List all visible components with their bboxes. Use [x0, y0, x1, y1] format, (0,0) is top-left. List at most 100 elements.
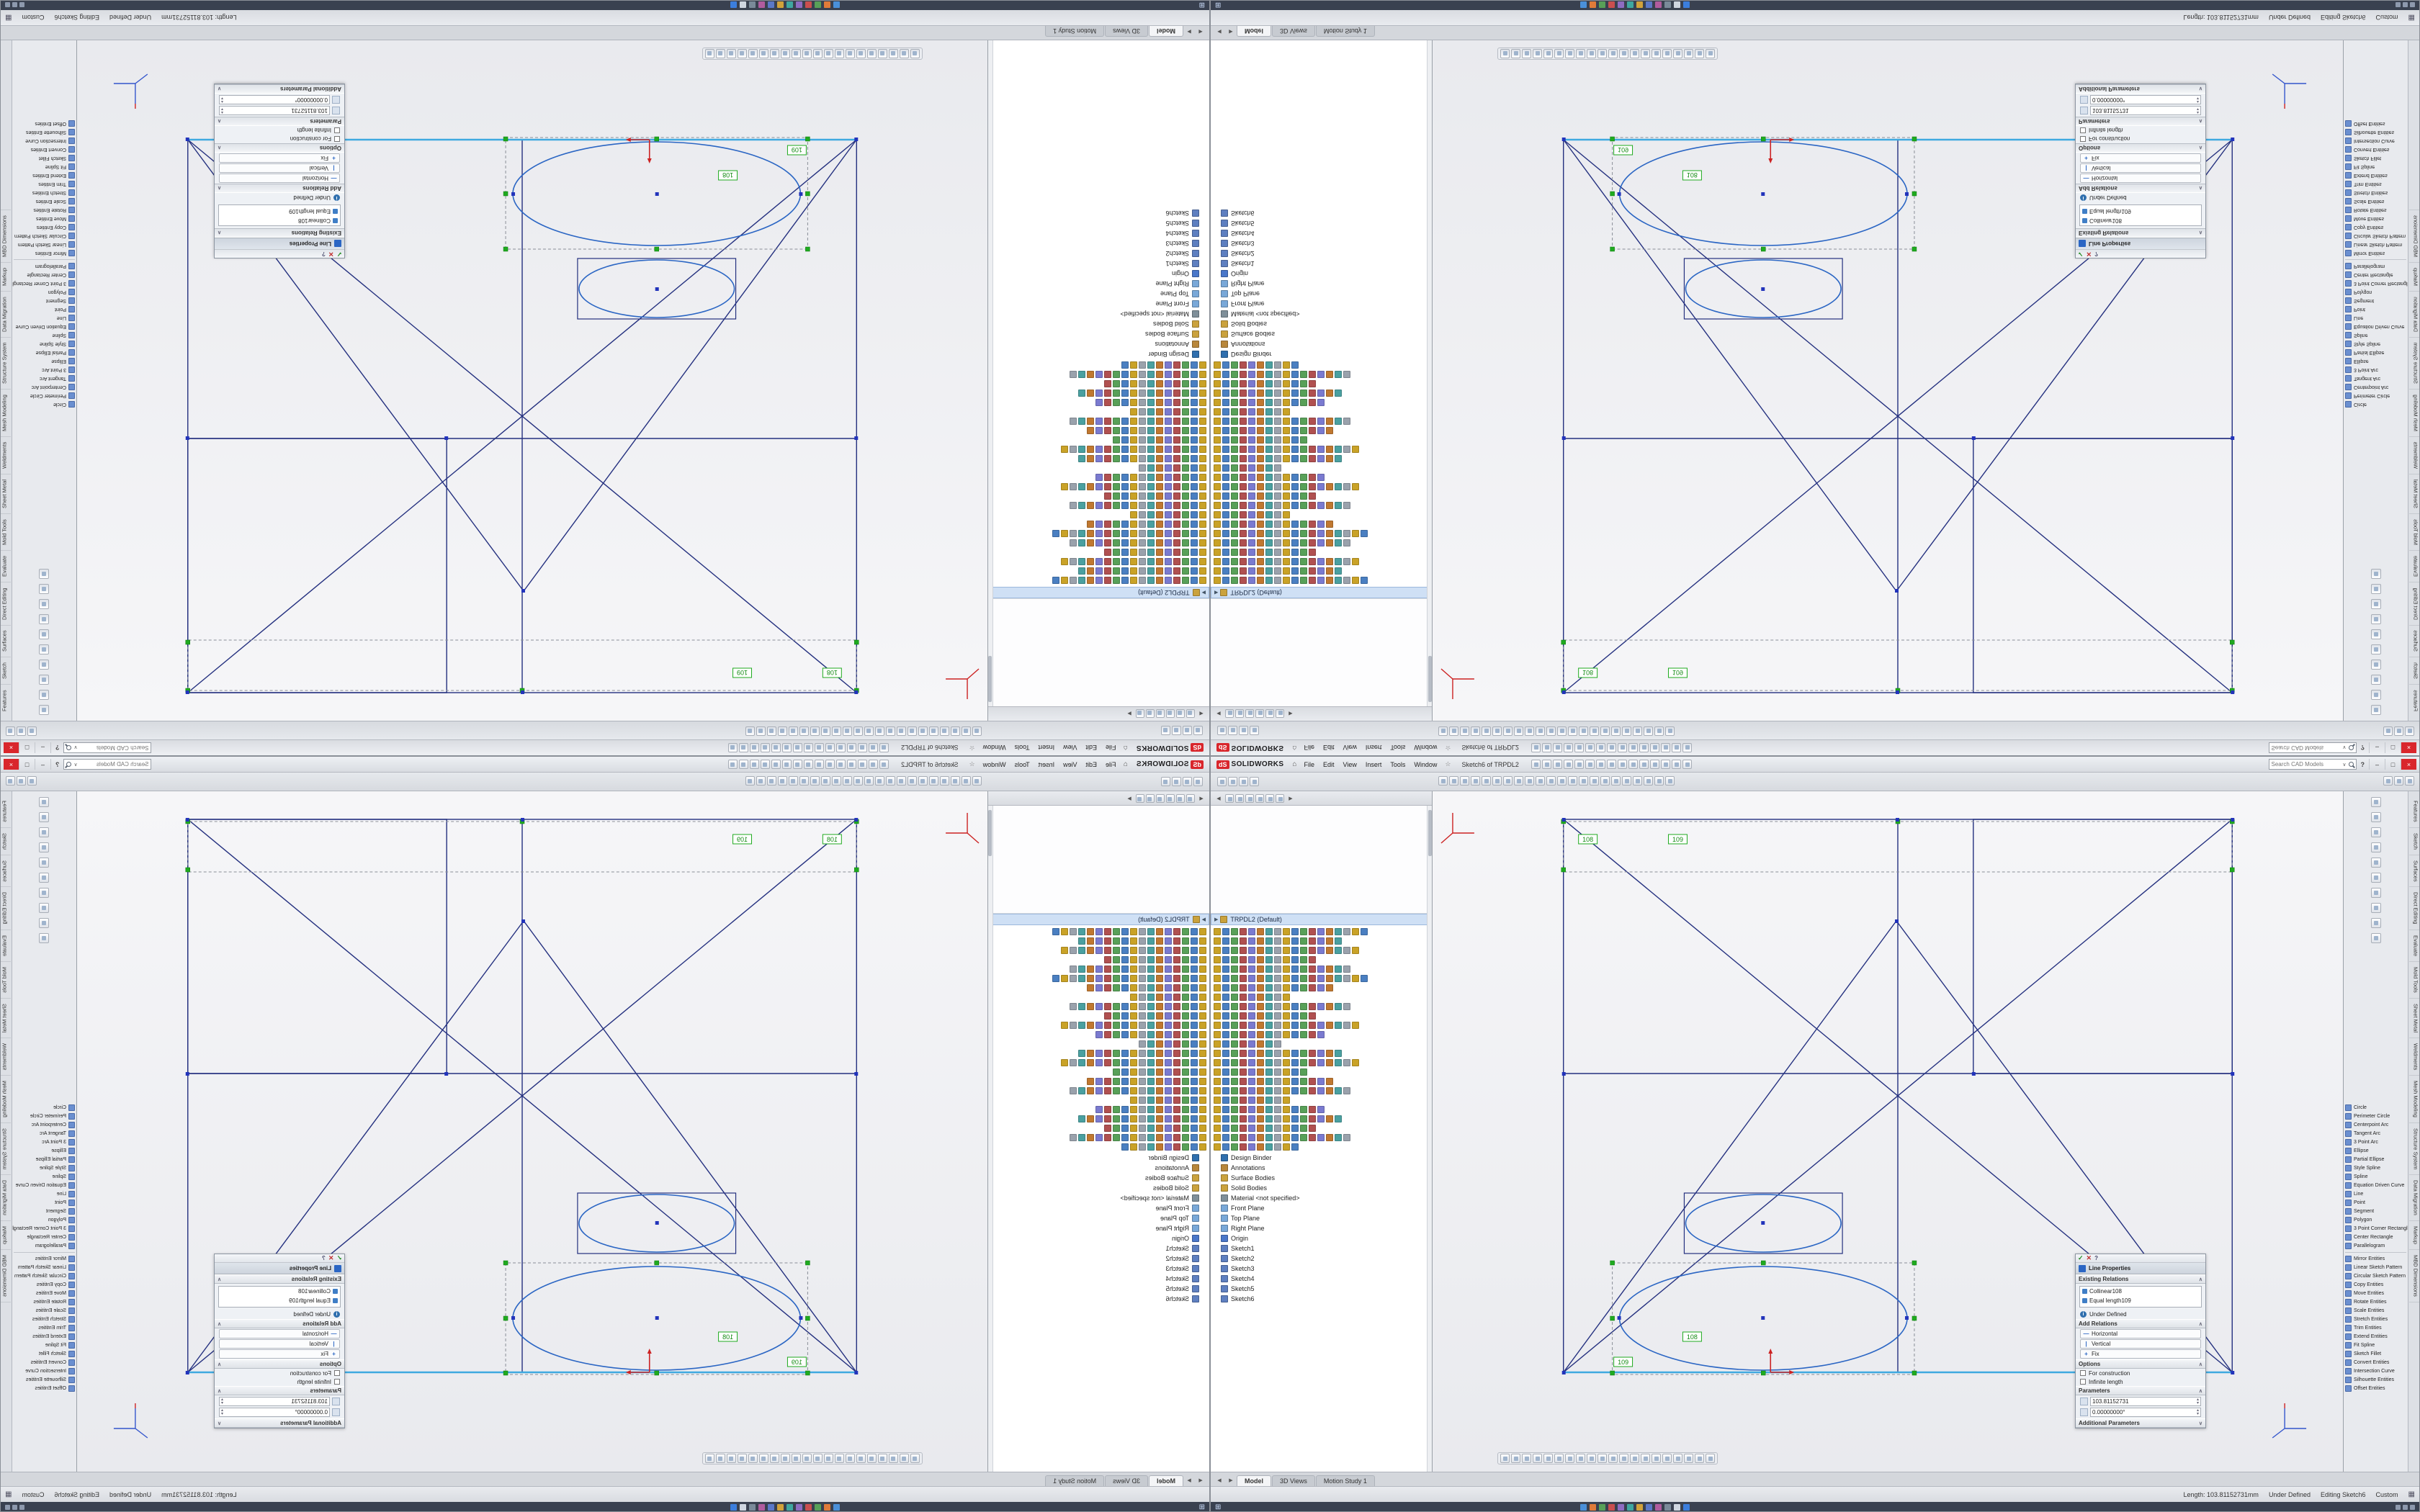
toolbar-command-icon[interactable] — [1265, 1021, 1273, 1029]
sketch-tool-item[interactable]: Polygon — [2344, 288, 2408, 297]
toolbar-command-icon[interactable] — [1231, 371, 1238, 379]
panel-scroll-right-icon[interactable]: ▶ — [1289, 711, 1293, 716]
toolbar-command-icon[interactable] — [1361, 530, 1368, 538]
toolbar-command-icon[interactable] — [1257, 502, 1264, 510]
toolbar-command-icon[interactable] — [1104, 380, 1111, 388]
taskbar-app-icon[interactable] — [1645, 1504, 1652, 1511]
toolbar-command-icon[interactable] — [1309, 937, 1316, 945]
toolbar-command-icon[interactable] — [1147, 549, 1155, 557]
tree-item[interactable]: Design Binder — [988, 349, 1199, 359]
toolbar-command-icon[interactable] — [1104, 567, 1111, 575]
standard-toolbar-icon[interactable] — [810, 776, 820, 786]
sketch-ellipses[interactable] — [1618, 141, 1908, 318]
toolbar-command-icon[interactable] — [1191, 1040, 1198, 1048]
toolbar-command-icon[interactable] — [1257, 380, 1264, 388]
toolbar-command-icon[interactable] — [1265, 1002, 1273, 1010]
toolbar-command-icon[interactable] — [1191, 1068, 1198, 1076]
parameter-value[interactable]: 0.00000000° — [295, 1409, 328, 1416]
toolbar-command-icon[interactable] — [1265, 984, 1273, 991]
toolbar-command-icon[interactable] — [1191, 371, 1198, 379]
add-relation-button[interactable]: + Fix — [219, 1349, 340, 1359]
standard-toolbar-icon[interactable] — [832, 776, 841, 786]
quick-access-icon[interactable] — [782, 743, 792, 752]
add-relation-button[interactable]: + Fix — [2080, 153, 2201, 163]
toolbar-command-icon[interactable] — [1300, 1002, 1307, 1010]
toolbar-command-icon[interactable] — [1291, 1002, 1299, 1010]
toolbar-command-icon[interactable] — [1274, 418, 1281, 426]
toolbar-command-icon[interactable] — [1300, 1115, 1307, 1122]
quick-access-icon[interactable] — [879, 760, 889, 769]
sketch-toolbar-icon[interactable] — [1619, 1454, 1628, 1463]
quick-access-icon[interactable] — [793, 760, 803, 769]
toolbar-command-icon[interactable] — [1070, 974, 1077, 982]
toolbar-command-icon[interactable] — [1070, 1002, 1077, 1010]
toolbar-command-icon[interactable] — [1095, 984, 1103, 991]
toolbar-command-icon[interactable] — [1156, 1068, 1163, 1076]
toolbar-command-icon[interactable] — [1309, 390, 1316, 397]
toolbar-command-icon[interactable] — [1274, 946, 1281, 954]
toolbar-command-icon[interactable] — [1199, 1030, 1206, 1038]
commandmanager-tab[interactable]: Sketch — [2408, 828, 2419, 855]
toolbar-command-icon[interactable] — [1291, 1058, 1299, 1066]
sketch-toolbar-icon[interactable] — [1608, 1454, 1618, 1463]
commandmanager-tab[interactable]: Sketch — [1, 827, 12, 855]
quick-access-icon[interactable] — [761, 743, 771, 752]
toolbar-command-icon[interactable] — [1078, 1049, 1085, 1057]
toolbar-command-icon[interactable] — [1326, 946, 1333, 954]
selection-handles[interactable] — [1561, 136, 2235, 693]
toolbar-command-icon[interactable] — [1214, 549, 1221, 557]
toolbar-command-icon[interactable] — [1240, 1040, 1247, 1048]
toolbar-command-icon[interactable] — [1173, 1143, 1180, 1151]
toolbar-command-icon[interactable] — [1265, 1030, 1273, 1038]
toolbar-command-icon[interactable] — [1274, 1012, 1281, 1020]
toolbar-command-icon[interactable] — [1199, 1040, 1206, 1048]
toolbar-command-icon[interactable] — [1214, 492, 1221, 500]
toolbar-command-icon[interactable] — [1182, 390, 1189, 397]
toolbar-command-icon[interactable] — [1291, 436, 1299, 444]
toolbar-command-icon[interactable] — [1113, 1086, 1120, 1094]
toolbar-command-icon[interactable] — [1165, 408, 1172, 416]
toolbar-command-icon[interactable] — [1087, 530, 1094, 538]
sketch-tool-item[interactable]: Parallelogram — [2344, 262, 2408, 271]
toolbar-command-icon[interactable] — [1199, 1012, 1206, 1020]
toolbar-command-icon[interactable] — [1078, 446, 1085, 454]
toolbar-command-icon[interactable] — [1291, 1143, 1299, 1151]
relation-item[interactable]: Equal length109 — [219, 1296, 340, 1305]
toolbar-command-icon[interactable] — [1240, 1049, 1247, 1057]
toolbar-command-icon[interactable] — [1274, 539, 1281, 547]
toolbar-command-icon[interactable] — [1300, 399, 1307, 407]
toolbar-command-icon[interactable] — [1087, 1021, 1094, 1029]
toolbar-command-icon[interactable] — [1257, 1002, 1264, 1010]
toolbar-command-icon[interactable] — [1274, 474, 1281, 482]
toolbar-command-icon[interactable] — [1265, 1115, 1273, 1122]
toolbar-command-icon[interactable] — [1300, 483, 1307, 491]
toolbar-command-icon[interactable] — [1078, 927, 1085, 935]
sketch-tool-item[interactable]: Equation Driven Curve — [2344, 323, 2408, 331]
standard-toolbar-icon[interactable] — [1633, 726, 1642, 736]
toolbar-command-icon[interactable] — [1214, 1077, 1221, 1085]
toolbar-command-icon[interactable] — [1199, 984, 1206, 991]
toolbar-command-icon[interactable] — [1191, 567, 1198, 575]
sketch-tool-item[interactable]: Ellipse — [2344, 1146, 2408, 1155]
commandmanager-tab[interactable]: Mold Tools — [1, 513, 12, 551]
toolbar-command-icon[interactable] — [1248, 946, 1255, 954]
sketch-tool-item[interactable]: Line — [2344, 314, 2408, 323]
standard-toolbar-icon[interactable] — [972, 726, 982, 736]
toolbar-command-icon[interactable] — [1121, 974, 1129, 982]
standard-toolbar-icon[interactable] — [864, 776, 874, 786]
sketch-tool-item[interactable]: Center Rectangle — [2344, 1233, 2408, 1241]
toolbar-command-icon[interactable] — [1191, 511, 1198, 519]
relation-item[interactable]: Equal length109 — [2080, 207, 2201, 216]
toolbar-command-icon[interactable] — [1147, 371, 1155, 379]
sketch-tool-item[interactable]: 3 Point Arc — [2344, 1138, 2408, 1146]
taskbar-app-icon[interactable] — [1636, 1504, 1643, 1511]
toolbar-command-icon[interactable] — [1199, 577, 1206, 585]
sketch-tool-item[interactable]: Sketch Fillet — [12, 154, 76, 163]
toolbar-command-icon[interactable] — [1156, 539, 1163, 547]
toolbar-command-icon[interactable] — [1291, 1068, 1299, 1076]
toolbar-command-icon[interactable] — [1231, 567, 1238, 575]
toolbar-command-icon[interactable] — [1182, 955, 1189, 963]
toolbar-command-icon[interactable] — [1182, 1021, 1189, 1029]
graphics-area[interactable]: 108 109 109 108 ✓ ✕ ? — [1433, 791, 2343, 1472]
toolbar-command-icon[interactable] — [1087, 1002, 1094, 1010]
